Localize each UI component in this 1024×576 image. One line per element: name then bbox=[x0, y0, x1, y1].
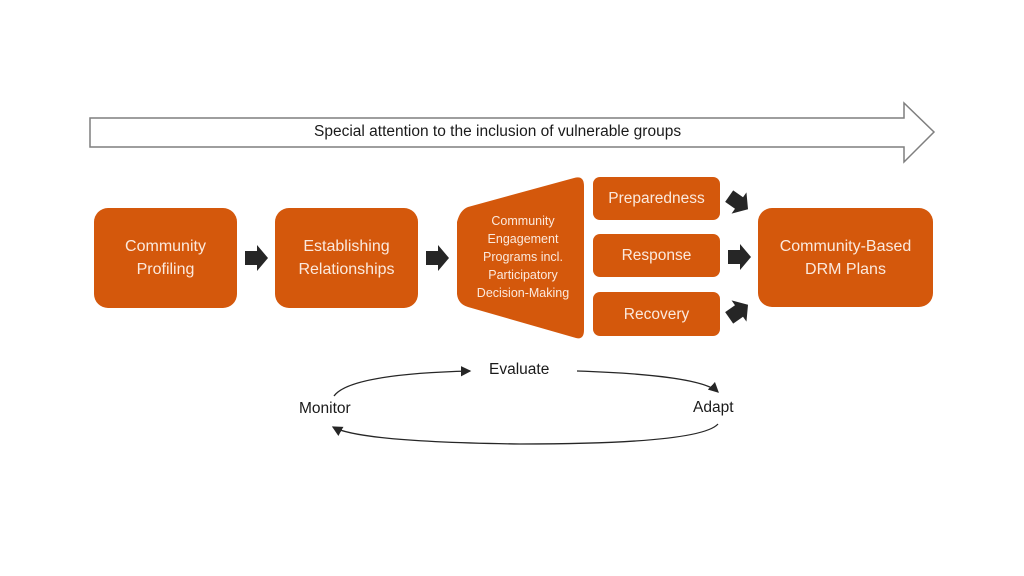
arrow-icon bbox=[728, 244, 751, 270]
cycle-evaluate: Evaluate bbox=[489, 361, 550, 378]
engagement-line: Decision-Making bbox=[476, 286, 570, 300]
engagement-line: Participatory bbox=[488, 268, 558, 282]
arrow-icon bbox=[725, 190, 749, 214]
arrow-icon bbox=[426, 245, 449, 271]
engagement-line: Programs incl. bbox=[483, 250, 563, 264]
phase-label: Response bbox=[621, 247, 692, 264]
engagement-trapezoid bbox=[457, 177, 584, 339]
step-label: Profiling bbox=[136, 261, 195, 278]
step-drm-plans: Community-Based DRM Plans bbox=[758, 208, 933, 307]
phase-recovery: Recovery bbox=[593, 292, 720, 336]
engagement-line: Community bbox=[491, 214, 555, 228]
banner-arrow bbox=[89, 101, 936, 164]
phase-label: Preparedness bbox=[608, 190, 705, 207]
cycle-arc-monitor-evaluate bbox=[333, 366, 472, 397]
arrow-icon bbox=[245, 245, 268, 271]
arrow-icon bbox=[725, 300, 749, 324]
cycle-monitor: Monitor bbox=[299, 400, 351, 417]
step-community-profiling: Community Profiling bbox=[94, 208, 237, 308]
banner-text: Special attention to the inclusion of vu… bbox=[314, 123, 682, 140]
step-label: Community bbox=[125, 238, 206, 255]
step-label: Community-Based bbox=[779, 237, 912, 255]
cycle-adapt: Adapt bbox=[693, 399, 734, 416]
phase-response: Response bbox=[593, 234, 720, 277]
phase-preparedness: Preparedness bbox=[593, 177, 720, 220]
step-label: DRM Plans bbox=[805, 260, 886, 278]
step-label: Establishing bbox=[303, 238, 390, 255]
cycle-arc-adapt-monitor bbox=[331, 423, 719, 445]
engagement-line: Engagement bbox=[487, 232, 559, 246]
engagement-label: Community Engagement Programs incl. Part… bbox=[462, 212, 584, 302]
phase-label: Recovery bbox=[623, 305, 690, 323]
step-label: Relationships bbox=[298, 261, 395, 278]
cycle-arc-evaluate-adapt bbox=[576, 370, 719, 393]
step-establishing-relationships: Establishing Relationships bbox=[275, 208, 418, 308]
